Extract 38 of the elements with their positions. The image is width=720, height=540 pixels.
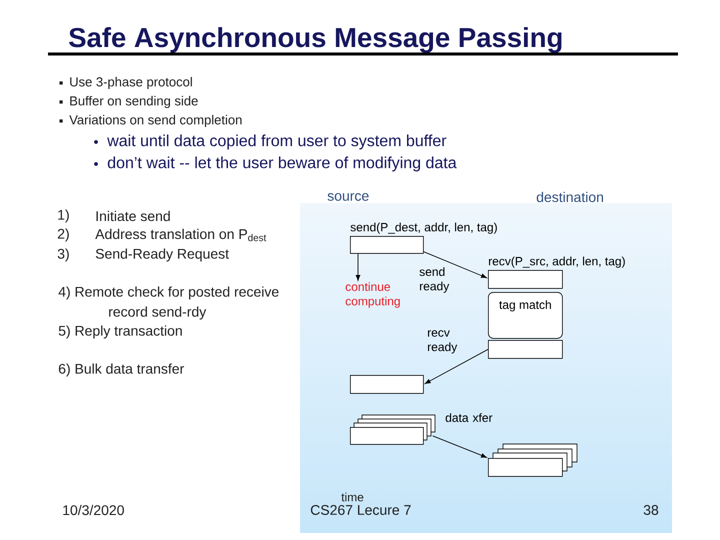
note-text: continue computing [346, 282, 400, 308]
labeled-box: send(P_dest, addr, len, tag) [350, 222, 497, 254]
step-number: 1) [58, 209, 69, 223]
node-label: send(P_dest, addr, len, tag) [350, 222, 497, 234]
step-text: 4) Remote check for posted receive [58, 286, 279, 300]
bullet-text: wait until data copied from user to system buffer [107, 134, 446, 150]
bullet-text: don’t wait -- let the user beware of modifying data [108, 156, 457, 172]
step-number: 2) [58, 228, 69, 242]
edge-label: data xfer [446, 413, 492, 422]
column-heading: destination [536, 192, 603, 202]
step-text: Address translation on P$_{dest}$ [95, 228, 266, 242]
arrow [356, 253, 360, 281]
node-label: recv(P_src, addr, len, tag) [489, 256, 625, 268]
column-heading: source [328, 193, 369, 201]
step-text: 5) Reply transaction [58, 325, 182, 339]
arrow [432, 435, 487, 458]
empty-box [488, 340, 563, 359]
edge-label: send ready [420, 267, 450, 293]
edge-label: recv ready [428, 330, 458, 354]
box-stack [488, 444, 578, 477]
title: Safe Asynchronous Message Passing [69, 27, 562, 53]
step-text: Initiate send [96, 210, 170, 222]
bullet-text: Buffer on sending side [70, 96, 198, 108]
bullet-text: Variations on send completion [69, 114, 242, 128]
step-number: 3) [58, 248, 69, 262]
step-text: Send-Ready Request [96, 248, 229, 262]
empty-box [350, 374, 424, 394]
box-stack [350, 414, 436, 445]
footer-text: CS267 Lecure 7 [310, 505, 411, 515]
bullet-text: Use 3-phase protocol [70, 76, 192, 90]
axis-label: time [341, 492, 364, 502]
labeled-box: recv(P_src, addr, len, tag) [488, 256, 625, 289]
step-text: record send-rdy [109, 306, 206, 320]
step-text: 6) Bulk data transfer [58, 363, 184, 377]
arrow [423, 251, 487, 278]
page-number: 38 [644, 505, 658, 515]
footer-date: 10/3/2020 [63, 504, 124, 516]
arrow [424, 348, 488, 384]
